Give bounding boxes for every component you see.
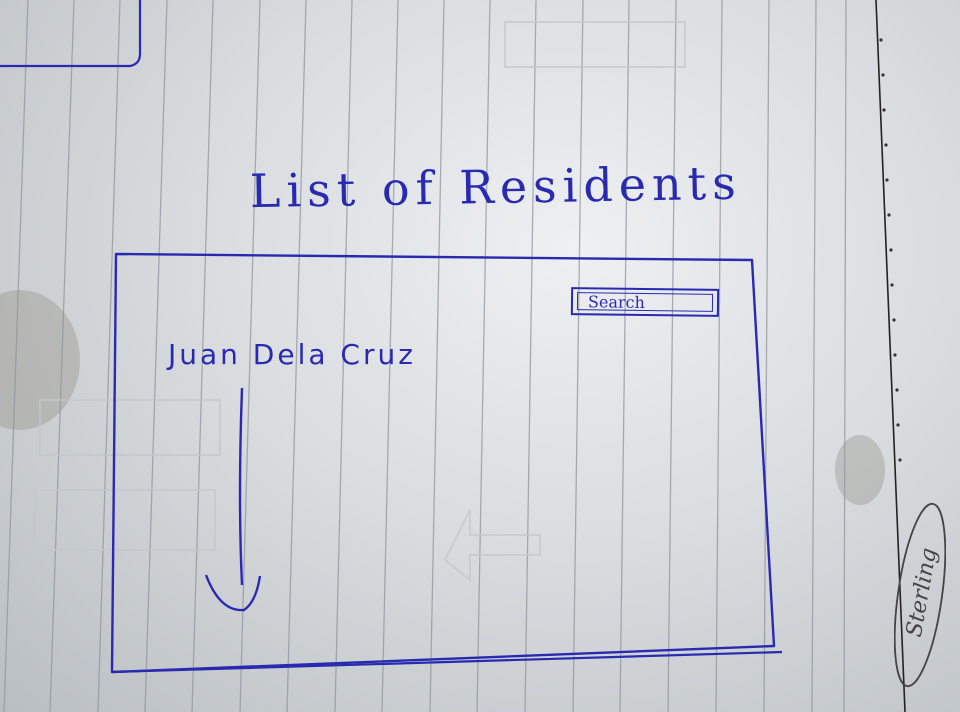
arrow-down-icon[interactable]: [198, 380, 264, 616]
resident-list-item[interactable]: Juan Dela Cruz: [168, 338, 416, 371]
search-label: Search: [576, 292, 714, 312]
search-input[interactable]: Search: [570, 287, 720, 317]
brand-logo-icon: [894, 502, 946, 688]
page-title: List of Residents: [249, 155, 743, 219]
